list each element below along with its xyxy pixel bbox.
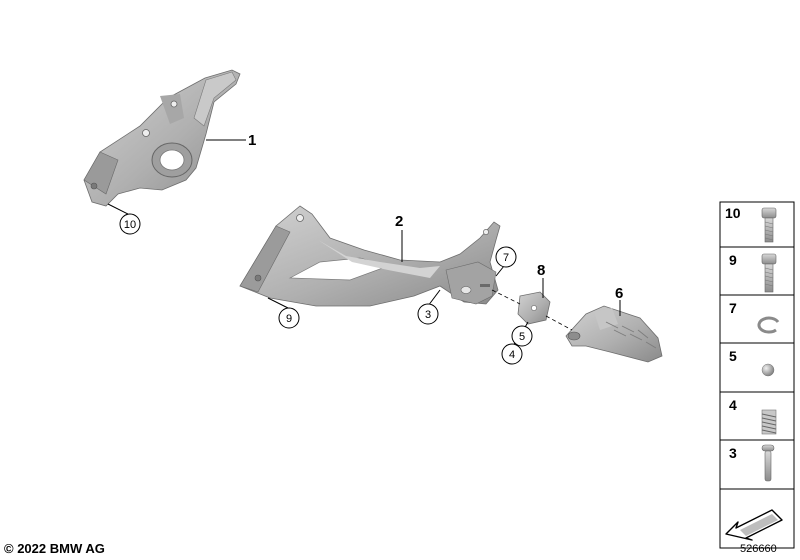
pin-icon <box>761 444 775 482</box>
callout-6: 6 <box>615 285 623 302</box>
svg-text:7: 7 <box>729 300 737 316</box>
assembly-lines <box>491 289 573 331</box>
svg-text:3: 3 <box>425 309 431 321</box>
svg-text:4: 4 <box>509 349 515 361</box>
svg-text:7: 7 <box>503 252 509 264</box>
part-bracket-1 <box>83 69 241 207</box>
svg-text:9: 9 <box>729 252 737 268</box>
bold-callouts: 1 2 8 6 <box>248 132 623 302</box>
circlip-icon <box>757 316 780 334</box>
copyright-text: © 2022 BMW AG <box>4 541 105 556</box>
svg-text:9: 9 <box>286 313 292 325</box>
legend-row-10: 10 <box>725 205 777 243</box>
legend-row-9: 9 <box>729 252 777 293</box>
svg-text:5: 5 <box>519 331 525 343</box>
svg-text:10: 10 <box>725 205 741 221</box>
callout-circle-5: 5 <box>511 325 533 347</box>
direction-arrow-icon <box>725 509 783 541</box>
legend-row-7: 7 <box>729 300 780 334</box>
callout-circle-7: 7 <box>495 246 517 268</box>
spring-icon <box>761 409 777 435</box>
callout-circle-4: 4 <box>501 343 523 365</box>
part-footpeg-6 <box>565 305 663 363</box>
callout-circle-10: 10 <box>119 213 141 235</box>
diagram-id: 526660 <box>740 543 777 555</box>
screw-icon <box>761 253 777 293</box>
legend-row-5: 5 <box>729 348 775 377</box>
svg-text:10: 10 <box>124 219 136 231</box>
part-block-8 <box>517 291 551 325</box>
callout-8: 8 <box>537 262 545 279</box>
svg-text:5: 5 <box>729 348 737 364</box>
callout-1: 1 <box>248 132 256 149</box>
part-bracket-2 <box>239 205 501 307</box>
svg-text:3: 3 <box>729 445 737 461</box>
parts-legend: 10 9 7 5 <box>719 201 795 549</box>
legend-row-3: 3 <box>729 444 775 482</box>
circled-callouts: 10 7 3 9 5 4 <box>119 213 533 365</box>
screw-icon <box>761 207 777 243</box>
callout-circle-9: 9 <box>278 307 300 329</box>
svg-text:4: 4 <box>729 397 737 413</box>
ball-icon <box>761 363 775 377</box>
legend-row-4: 4 <box>729 397 777 435</box>
callout-2: 2 <box>395 213 403 230</box>
callout-circle-3: 3 <box>417 303 439 325</box>
